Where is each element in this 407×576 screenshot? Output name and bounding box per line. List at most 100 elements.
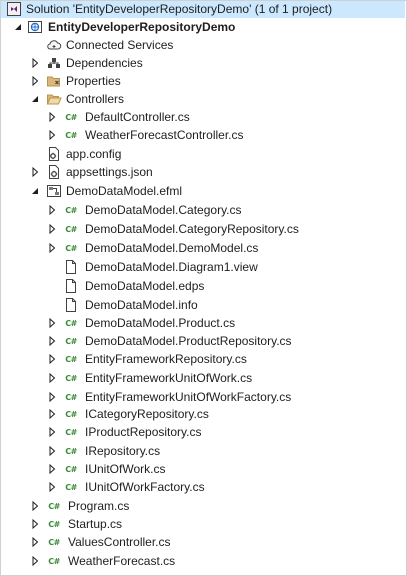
tree-row-startup[interactable]: C# Startup.cs [0,515,405,533]
item-label: DemoDataModel.Category.cs [85,203,242,217]
csharp-file-icon: C# [65,409,77,419]
item-label: IRepository.cs [85,444,161,458]
tree-row-app-config[interactable]: app.config [0,145,405,163]
item-label: DemoDataModel.DemoModel.cs [85,241,259,255]
collapsed-chevron-icon[interactable] [46,317,58,329]
collapsed-chevron-icon[interactable] [46,242,58,254]
expanded-chevron-icon[interactable] [29,185,41,197]
csharp-file-icon: C# [65,205,77,215]
item-label: Connected Services [66,38,174,52]
csharp-file-icon: C# [65,130,77,140]
csharp-file-icon: C# [65,354,77,364]
solution-label: Solution 'EntityDeveloperRepositoryDemo'… [26,2,333,16]
item-label: EntityFrameworkUnitOfWork.cs [85,371,253,385]
collapsed-chevron-icon[interactable] [46,335,58,347]
tree-row-dependencies[interactable]: Dependencies [0,54,405,72]
csharp-file-icon: C# [65,243,77,253]
tree-row-efml[interactable]: DemoDataModel.efml [0,182,405,200]
file-icon [63,278,79,294]
tree-row-properties[interactable]: Properties [0,72,405,90]
tree-row-product-repository[interactable]: C# DemoDataModel.ProductRepository.cs [0,332,405,350]
item-label: DemoDataModel.efml [66,184,183,198]
collapsed-chevron-icon[interactable] [46,445,58,457]
tree-row-category[interactable]: C# DemoDataModel.Category.cs [0,201,405,219]
tree-row-default-controller[interactable]: C# DefaultController.cs [0,108,405,126]
tree-row-ef-repository[interactable]: C# EntityFrameworkRepository.cs [0,350,405,368]
item-label: DemoDataModel.ProductRepository.cs [85,334,292,348]
item-label: WeatherForecast.cs [68,554,176,568]
collapsed-chevron-icon[interactable] [29,518,41,530]
collapsed-chevron-icon[interactable] [46,204,58,216]
item-label: app.config [66,147,122,161]
project-label: EntityDeveloperRepositoryDemo [48,20,236,34]
item-label: IProductRepository.cs [85,425,202,439]
item-label: Properties [66,74,121,88]
tree-row-diagram-view[interactable]: DemoDataModel.Diagram1.view [0,258,405,276]
item-label: ICategoryRepository.cs [85,407,209,421]
tree-row-connected-services[interactable]: Connected Services [0,36,405,54]
tree-row-program[interactable]: C# Program.cs [0,497,405,515]
collapsed-chevron-icon[interactable] [46,223,58,235]
collapsed-chevron-icon[interactable] [46,481,58,493]
tree-row-values-controller[interactable]: C# ValuesController.cs [0,533,405,551]
tree-row-product[interactable]: C# DemoDataModel.Product.cs [0,314,405,332]
item-label: Startup.cs [68,517,123,531]
tree-row-weather-controller[interactable]: C# WeatherForecastController.cs [0,126,405,144]
config-file-icon [46,146,62,162]
collapsed-chevron-icon[interactable] [29,536,41,548]
properties-folder-icon [46,73,62,89]
tree-row-controllers[interactable]: Controllers [0,90,405,108]
tree-row-irepository[interactable]: C# IRepository.cs [0,442,405,460]
tree-row-iunit-of-work[interactable]: C# IUnitOfWork.cs [0,460,405,478]
tree-row-weather-forecast[interactable]: C# WeatherForecast.cs [0,552,405,570]
tree-row-category-repository[interactable]: C# DemoDataModel.CategoryRepository.cs [0,220,405,238]
tree-row-appsettings[interactable]: appsettings.json [0,163,405,181]
tree-row-ef-unit-of-work[interactable]: C# EntityFrameworkUnitOfWork.cs [0,369,405,387]
json-file-icon [46,164,62,180]
collapsed-chevron-icon[interactable] [29,57,41,69]
collapsed-chevron-icon[interactable] [46,408,58,420]
web-project-icon [27,19,43,35]
item-label: EntityFrameworkRepository.cs [85,352,247,366]
csharp-file-icon: C# [48,501,60,511]
tree-row-iproduct-repository[interactable]: C# IProductRepository.cs [0,423,405,441]
tree-row-ef-unit-of-work-factory[interactable]: C# EntityFrameworkUnitOfWorkFactory.cs [0,388,405,406]
collapsed-chevron-icon[interactable] [46,111,58,123]
collapsed-chevron-icon[interactable] [46,391,58,403]
csharp-file-icon: C# [65,336,77,346]
item-label: appsettings.json [66,165,153,179]
tree-row-edps[interactable]: DemoDataModel.edps [0,277,405,295]
csharp-file-icon: C# [65,482,77,492]
tree-row-iunit-of-work-factory[interactable]: C# IUnitOfWorkFactory.cs [0,478,405,496]
item-label: DemoDataModel.edps [85,279,205,293]
connected-services-icon [46,37,62,53]
collapsed-chevron-icon[interactable] [46,129,58,141]
collapsed-chevron-icon[interactable] [29,166,41,178]
solution-icon [6,1,22,17]
item-label: EntityFrameworkUnitOfWorkFactory.cs [85,390,292,404]
expanded-chevron-icon[interactable] [12,21,24,33]
collapsed-chevron-icon[interactable] [29,500,41,512]
tree-row-solution[interactable]: Solution 'EntityDeveloperRepositoryDemo'… [0,0,405,18]
item-label: DemoDataModel.CategoryRepository.cs [85,222,299,236]
tree-row-demo-model[interactable]: C# DemoDataModel.DemoModel.cs [0,239,405,257]
tree-row-icategory-repository[interactable]: C# ICategoryRepository.cs [0,405,405,423]
collapsed-chevron-icon[interactable] [29,555,41,567]
item-label: Program.cs [68,499,130,513]
csharp-file-icon: C# [65,392,77,402]
csharp-file-icon: C# [48,556,60,566]
expanded-chevron-icon[interactable] [29,93,41,105]
collapsed-chevron-icon[interactable] [46,353,58,365]
item-label: DefaultController.cs [85,110,190,124]
tree-row-info[interactable]: DemoDataModel.info [0,296,405,314]
tree-row-project[interactable]: EntityDeveloperRepositoryDemo [0,18,405,36]
item-label: DemoDataModel.info [85,298,198,312]
open-folder-icon [46,91,62,107]
file-icon [63,297,79,313]
collapsed-chevron-icon[interactable] [46,372,58,384]
collapsed-chevron-icon[interactable] [46,426,58,438]
collapsed-chevron-icon[interactable] [29,75,41,87]
collapsed-chevron-icon[interactable] [46,463,58,475]
csharp-file-icon: C# [48,519,60,529]
